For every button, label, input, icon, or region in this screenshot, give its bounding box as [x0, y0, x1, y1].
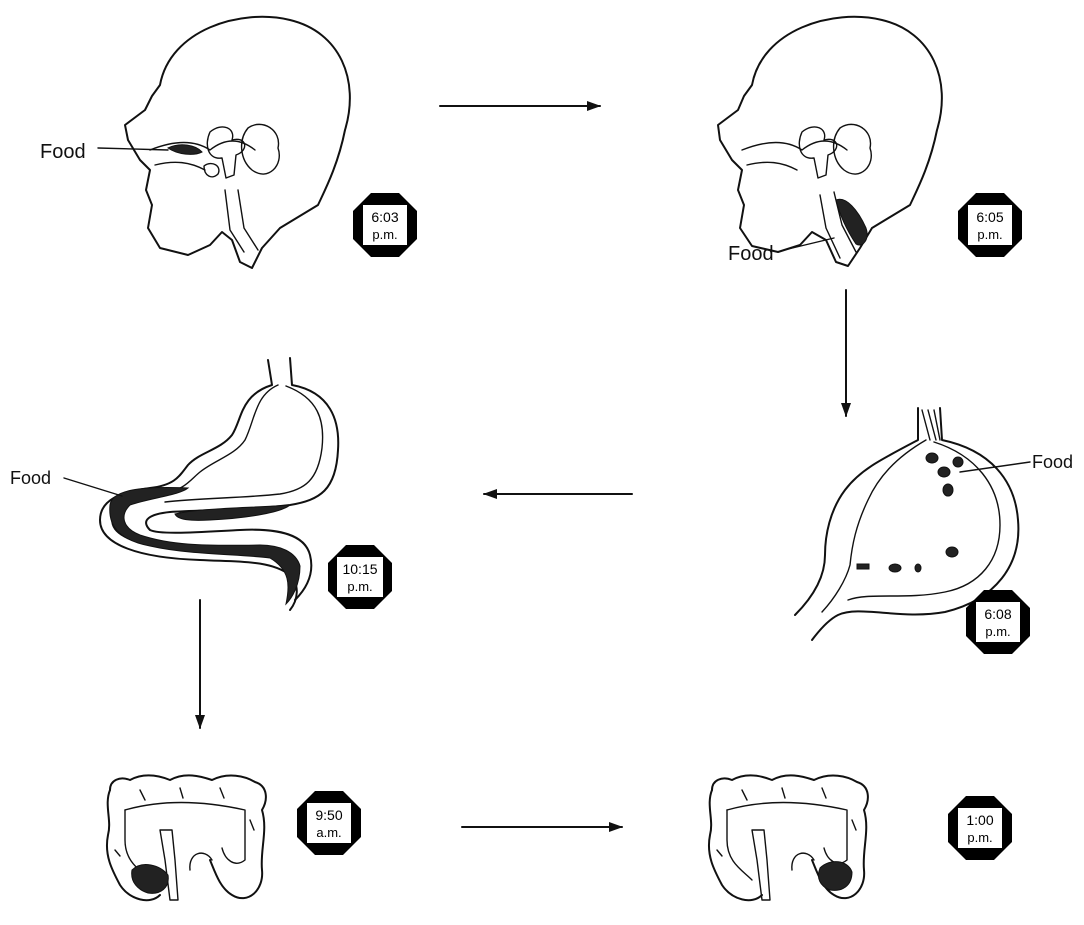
clock-meridiem: p.m.: [347, 579, 372, 594]
clock-meridiem: a.m.: [316, 825, 341, 840]
clock-meridiem: p.m.: [977, 227, 1002, 242]
food-label: Food: [40, 141, 86, 163]
large-intestine-start-illustration: [107, 775, 266, 900]
clock-time: 6:08: [984, 606, 1011, 622]
head-mouth-illustration: [98, 17, 350, 268]
clock-meridiem: p.m.: [372, 227, 397, 242]
clock-meridiem: p.m.: [967, 830, 992, 845]
small-intestine-illustration: [64, 358, 338, 610]
head-swallow-illustration: [718, 17, 942, 266]
food-label: Food: [10, 468, 51, 488]
clock-time: 1:00: [966, 812, 993, 828]
octagon-clock-icon: 6:05 p.m.: [958, 193, 1022, 257]
clock-time: 6:05: [976, 209, 1003, 225]
clock-time: 6:03: [371, 209, 398, 225]
clock-time: 9:50: [315, 807, 342, 823]
food-label: Food: [1032, 452, 1073, 472]
clock-meridiem: p.m.: [985, 624, 1010, 639]
food-label: Food: [728, 243, 774, 265]
octagon-clock-icon: 9:50 a.m.: [297, 791, 361, 855]
clock-time: 10:15: [342, 561, 377, 577]
octagon-clock-icon: 1:00 p.m.: [948, 796, 1012, 860]
octagon-clock-icon: 6:08 p.m.: [966, 590, 1030, 654]
octagon-clock-icon: 10:15 p.m.: [328, 545, 392, 609]
octagon-clock-icon: 6:03 p.m.: [353, 193, 417, 257]
large-intestine-end-illustration: [709, 775, 868, 900]
